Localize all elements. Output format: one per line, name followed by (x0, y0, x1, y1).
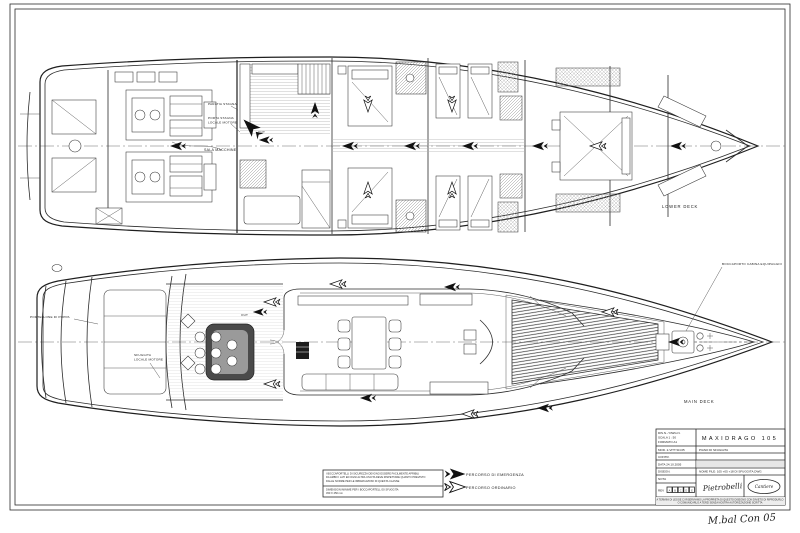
callout-porta-stagna-line1: PORTA STAGNA (208, 116, 235, 120)
tb-nota-label: NOTA (658, 477, 666, 481)
note-line-5: 450 X 450 mm (326, 491, 343, 495)
engine-starboard (125, 151, 217, 203)
tb-ref-line2: SCALA 1 : 50 (658, 436, 676, 440)
escape-arrow-icon (258, 136, 274, 144)
handwritten-note: M.bal Con 05 (707, 512, 777, 527)
tb-yard-logo: Cantiere (755, 484, 774, 489)
lower-callouts: PARATIA STAGNA PORTA STAGNA LOCALE MOTOR… (204, 102, 241, 152)
master-cabin (551, 67, 633, 213)
engine-port (125, 89, 217, 141)
escape-arrow-icon (670, 141, 686, 151)
callout-sfuggita-line2: LOCALE MOTORE (134, 358, 163, 362)
main-out-label: OUT (241, 313, 248, 317)
note-line-2: DA AMBO I LATI ED OGNI ALTRA USCITA DEVE… (326, 475, 425, 479)
callout-portellone: PORTELLONE DI POPPA (30, 315, 71, 319)
foredeck-sunpad (505, 294, 665, 390)
twin-cabin-port (435, 61, 523, 121)
sheet-inner-border (14, 8, 786, 506)
note-line-1: I BOCCAPORTELLI DI SICUREZZA DEVONO ESSE… (326, 472, 419, 476)
legend-ordinary-arrow-icon (444, 481, 466, 493)
tb-rev-a: A (669, 489, 671, 492)
tb-file-name: NOME FILE: 105 +05 +18 DI SFUGGITA.DWG (699, 470, 762, 474)
callout-sala-macchine: SALA MACCHINE (204, 148, 237, 152)
lower-hull-inner-line (44, 60, 752, 232)
tb-project-title: MAXIDRAGO 105 (702, 436, 778, 442)
dining-table (337, 316, 402, 370)
callout-sfuggita-line1: SFUGGITA (134, 353, 152, 357)
note-line-3: DALLE NORME PER LE IMBARCAZIONI DI QUEST… (326, 479, 400, 483)
note-line-4: DIMENSIONI MINIME PER I BOCCAPORTELLI DI… (326, 487, 399, 491)
tb-rev-c: C (680, 489, 682, 492)
tb-rev-d: D (685, 489, 687, 492)
lower-deck-label: LOWER DECK (662, 204, 698, 209)
main-hull-outline (36, 257, 774, 427)
stairs-down (297, 63, 331, 95)
legend-emergency-label: PERCORSO DI EMERGENZA (466, 473, 524, 477)
escape-arrow-icon (329, 279, 347, 289)
lower-hull-outline (39, 56, 760, 236)
tb-rev-b: B (674, 489, 676, 492)
tb-ref-line1: DIS.N. / DWG.N. (658, 431, 681, 435)
notes-box: I BOCCAPORTELLI DI SICUREZZA DEVONO ESSE… (322, 469, 444, 498)
tb-model-code: MOD. 2-VITT.SN.05 (658, 448, 685, 452)
tb-contr-label: CONTR. (658, 455, 670, 459)
lower-transom-curve (26, 91, 31, 201)
escape-arrow-icon (461, 409, 479, 419)
tb-signatures: Pietrobelli Cantiere (702, 479, 781, 494)
escape-arrow-icon (444, 282, 460, 292)
companionway-stairs (296, 342, 309, 359)
legend-ordinary-label: PERCORSO ORDINARIO (466, 486, 516, 490)
title-block: DIS.N. / DWG.N. SCALA 1 : 50 FORMATO A1 … (655, 428, 786, 506)
forepeak-crew (657, 95, 749, 197)
aft-deck-seating (168, 286, 283, 398)
callout-porta-stagna-line2: LOCALE MOTORE (208, 121, 237, 125)
helm-station (463, 319, 493, 365)
main-deck-label: MAIN DECK (684, 399, 714, 404)
twin-cabin-starboard (435, 173, 523, 233)
tb-rev-boxes: A B C D E (666, 486, 695, 493)
tb-rev-label: REV (658, 489, 664, 493)
stern-garage (41, 273, 283, 411)
callout-paratia-stagna: PARATIA STAGNA (208, 102, 237, 106)
stern-staff-fitting (51, 264, 63, 272)
aft-machinery (51, 99, 123, 225)
legend: PERCORSO DI EMERGENZA PERCORSO ORDINARIO (444, 468, 524, 493)
guest-cabin-fwd-starboard (337, 167, 427, 233)
superstructure (269, 288, 585, 396)
lower-deck-plan: PARATIA STAGNA PORTA STAGNA LOCALE MOTOR… (18, 56, 786, 236)
lower-corridor-floor (332, 138, 525, 154)
tb-disclaimer-line2: O COMUNICARLO A TERZI SENZA NOSTRA AUTOR… (678, 502, 763, 505)
tb-date-label: DATA 24.10.2005 (658, 463, 682, 467)
lower-out-label: OUT (258, 130, 265, 134)
escape-arrow-icon (537, 403, 553, 413)
escape-arrow-icon (532, 141, 548, 151)
callout-boccaporto: BOCCAPORTO CABINA EQUIPAGGIO (722, 262, 782, 266)
sheet-outer-border (9, 3, 791, 511)
salon-furniture (296, 293, 493, 395)
tb-builder-logo: Pietrobelli (702, 481, 744, 493)
escape-arrow-icon (170, 141, 186, 151)
main-hull-inner-line (42, 262, 765, 422)
legend-emergency-arrow-icon (444, 468, 466, 480)
tb-ref-line3: FORMATO A1 (658, 440, 677, 444)
main-callouts: PORTELLONE DI POPPA SFUGGITA LOCALE MOTO… (30, 262, 782, 379)
main-deck-plan: PORTELLONE DI POPPA SFUGGITA LOCALE MOTO… (18, 257, 786, 427)
guest-cabin-fwd-port (337, 61, 427, 127)
bow-bulwark-line (539, 299, 756, 385)
tb-disegn-label: DISEGN. (658, 470, 671, 474)
tb-drawing-subtitle: PIANO DI SFUGGITA (699, 448, 728, 452)
tb-rev-e: E (691, 489, 693, 492)
engine-room (114, 71, 223, 203)
galley-crew-zone (239, 62, 331, 229)
tb-disclaimer-line1: A TERMINI DI LEGGE CI RISERVIAMO LA PROP… (656, 498, 783, 501)
